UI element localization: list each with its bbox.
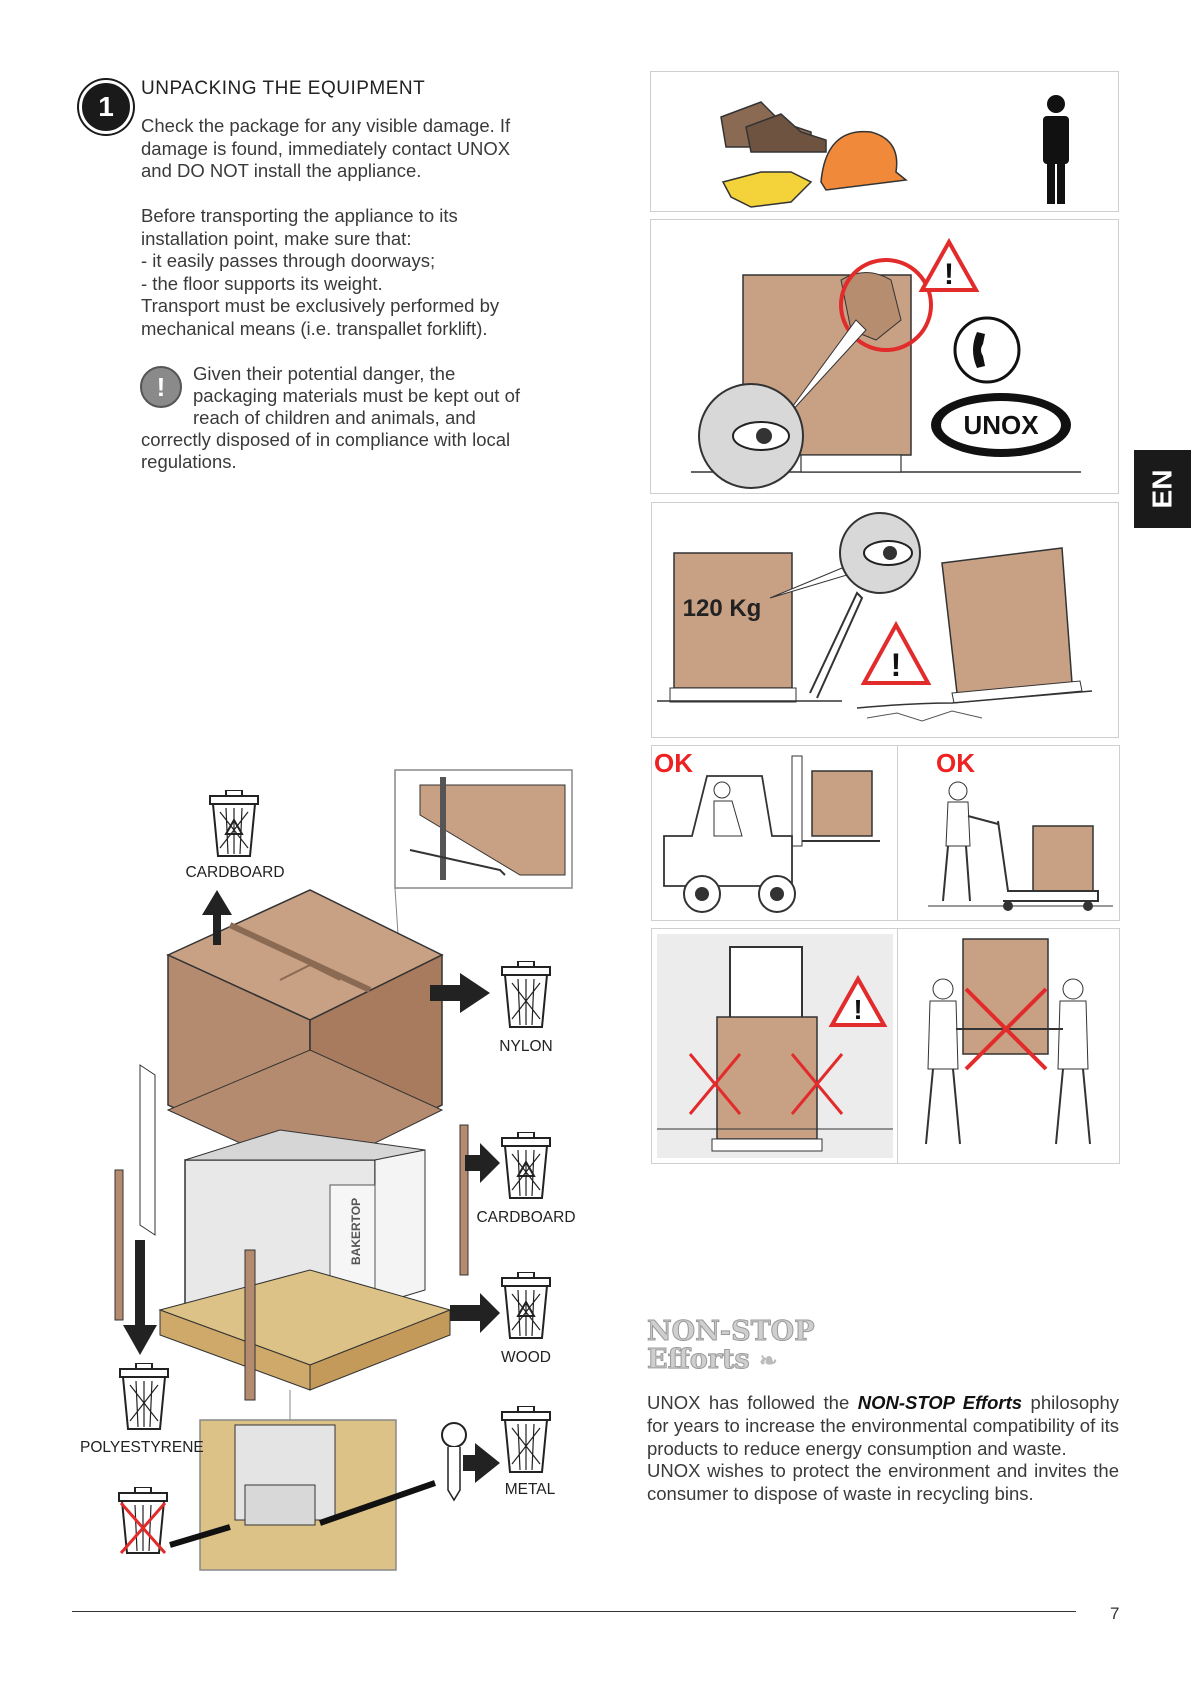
step-number-badge: 1 [79,80,133,134]
manual-lift-wrong-panel [897,928,1120,1164]
floor-weight-panel: 120 Kg ! [651,502,1119,738]
cardboard-side-label: CARDBOARD [476,1209,576,1226]
polystyrene-label: POLYESTYRENE [80,1439,204,1456]
text-line: Given their potential danger, the [193,363,456,384]
page-number: 7 [1110,1604,1120,1623]
ok-label: OK [654,748,693,778]
trash-bin-icon [501,1405,551,1473]
recycle-bin-icon [209,789,259,857]
transport-paragraph: Before transporting the appliance to its… [141,205,574,341]
cardboard-top-label: CARDBOARD [185,864,285,881]
inspect-damage-panel: ! UNOX [650,219,1119,494]
warning-triangle-icon [860,620,932,685]
text-line: installation point, make sure that: [141,227,412,249]
svg-text:!: ! [891,647,902,683]
ok-label: OK [936,748,975,778]
manual-lift-illustration [925,938,1091,1145]
language-tab-label: EN [1146,469,1178,509]
text-line: and DO NOT install the appliance. [141,160,422,182]
text-line: mechanical means (i.e. transpallet forkl… [141,317,488,339]
trash-bin-icon [119,1362,169,1430]
recycle-bin-icon [501,1131,551,1199]
safety-equipment-illustration [720,95,1069,208]
transpallet-illustration [928,781,1113,911]
nylon-label: NYLON [499,1038,553,1055]
doorway-illustration: ! [657,934,893,1158]
oven-brand-label: BAKERTOP [349,1198,363,1265]
nonstop-logo-line2-wrap: Efforts ❧ [647,1344,815,1375]
nonstop-logo-line2: Efforts [647,1344,751,1375]
trash-bin-icon [501,960,551,1028]
cardboard-side-recycle-bin [498,1131,554,1207]
nonstop-text-a: UNOX has followed the [647,1392,858,1413]
nylon-bin [498,960,554,1036]
text-line: correctly disposed of in compliance with… [141,429,511,450]
cardboard-recycle-bin [206,789,262,865]
text-line: reach of children and animals, and [193,407,476,428]
polystyrene-bin [116,1362,172,1438]
recycle-bin-icon [501,1271,551,1339]
screw-icon [441,1422,467,1448]
unox-logo-text: UNOX [963,410,1039,440]
text-line: regulations. [141,451,237,472]
packaging-warning: Given their potential danger, the packag… [141,363,574,473]
nonstop-text-c: UNOX wishes to protect the environment a… [647,1460,1119,1505]
leaf-icon: ❧ [759,1348,778,1374]
metal-label: METAL [504,1481,556,1498]
footer-divider [72,1611,1076,1612]
wood-label: WOOD [501,1349,551,1366]
svg-text:!: ! [944,258,954,291]
svg-text:!: ! [853,994,862,1025]
forklift-ok-panel: OK [651,745,899,921]
warning-triangle-icon [828,974,888,1027]
text-line: Check the package for any visible damage… [141,115,511,136]
section-title: UNPACKING THE EQUIPMENT [141,78,426,99]
inspect-damage-illustration: ! UNOX [691,237,1081,489]
warning-triangle-icon [918,237,980,292]
forklift-illustration [663,755,880,913]
weight-label: 120 Kg [683,595,762,622]
metal-bin [498,1405,554,1481]
text-line: Transport must be exclusively performed … [141,295,500,317]
wood-recycle-bin [498,1271,554,1347]
text-line: damage is found, immediately contact UNO… [141,137,511,159]
crossed-bin-icon [118,1486,168,1554]
ppe-panel [650,71,1119,212]
nonstop-efforts-logo: NON-STOP Efforts ❧ [647,1316,815,1375]
transpallet-ok-panel: OK [897,745,1120,921]
nonstop-logo-line1: NON-STOP [647,1316,815,1347]
nonstop-bold: NON-STOP Efforts [857,1392,1023,1413]
exclamation-circle-icon: ! [140,366,182,408]
text-line: - the floor supports its weight. [141,272,383,294]
phone-icon [953,316,1021,384]
text-line: packaging materials must be kept out of [193,385,521,406]
nonstop-paragraph: UNOX has followed the NON-STOP Efforts p… [647,1392,1119,1506]
nonstop-text-b: philosophy for years to increase the env… [647,1392,1119,1459]
language-tab[interactable]: EN [1134,450,1191,528]
damage-paragraph: Check the package for any visible damage… [141,115,574,183]
text-line: Before transporting the appliance to its [141,205,458,226]
doorway-wrong-panel: ! [651,928,899,1164]
no-bin-crossed [115,1486,171,1562]
recycling-diagram: BAKERTOP [114,769,573,1571]
floor-weight-illustration: 120 Kg ! [657,512,1093,722]
text-line: - it easily passes through doorways; [141,250,436,272]
